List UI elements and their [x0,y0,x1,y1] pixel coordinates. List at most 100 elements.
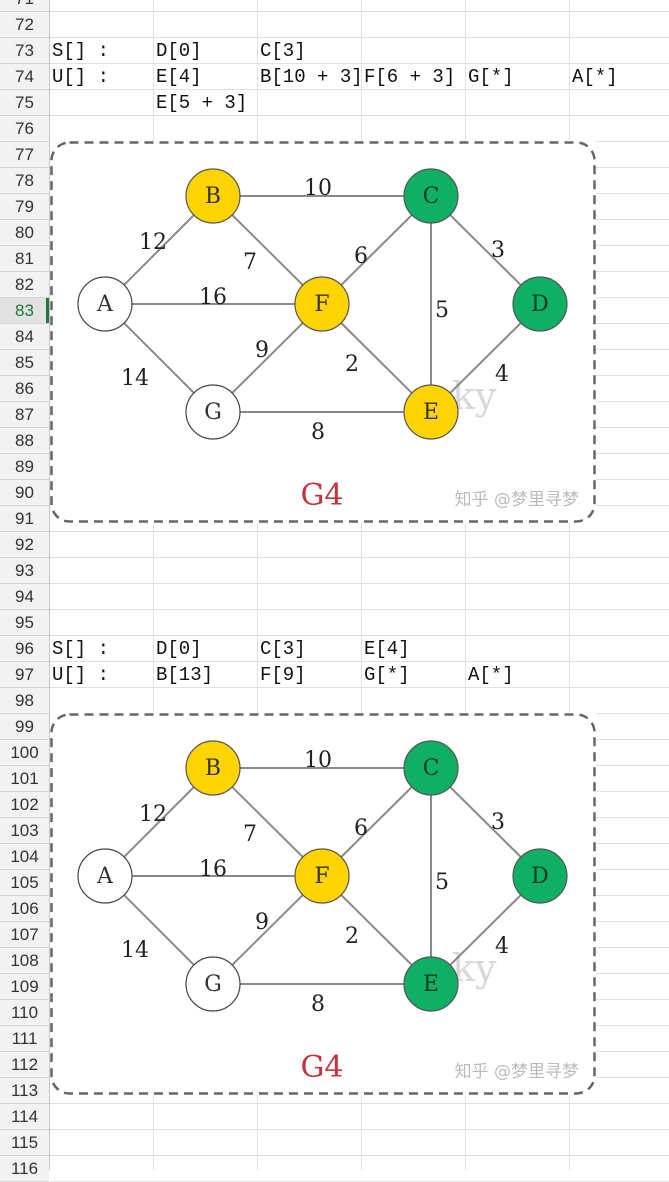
cell-r96-c1[interactable]: D[0] [156,638,202,660]
row-header-112[interactable]: 112 [0,1052,49,1078]
node-f [294,276,350,332]
row-header-85[interactable]: 85 [0,350,49,376]
row-header-88[interactable]: 88 [0,428,49,454]
row-header-73[interactable]: 73 [0,38,49,64]
row-header-96[interactable]: 96 [0,636,49,662]
gridline-column [569,0,570,1170]
node-label-f: F [314,864,329,889]
node-label-b: B [205,756,221,781]
node-label-e: E [423,972,439,997]
gridline-column [465,0,466,1170]
cell-r96-c2[interactable]: C[3] [260,638,306,660]
cell-r75-c1[interactable]: E[5 + 3] [156,92,248,114]
row-header-109[interactable]: 109 [0,974,49,1000]
gridline-row [50,115,669,116]
row-header-105[interactable]: 105 [0,870,49,896]
row-header-72[interactable]: 72 [0,12,49,38]
cell-r74-c3[interactable]: F[6 + 3] [364,66,456,88]
cell-r97-c3[interactable]: G[*] [364,664,410,686]
edge-weight-b-f: 7 [243,250,257,275]
row-header-71[interactable]: 71 [0,0,49,12]
cell-r97-c0[interactable]: U[] : [52,664,110,686]
gridline-row [50,635,669,636]
node-label-g: G [204,972,222,997]
edge-weight-e-d: 4 [495,362,509,387]
edge-weight-c-e: 5 [435,870,449,895]
node-b [185,740,241,796]
graph-title: G4 [300,1050,343,1085]
cell-r97-c2[interactable]: F[9] [260,664,306,686]
cell-r74-c1[interactable]: E[4] [156,66,202,88]
gridline-row [50,11,669,12]
row-header-83[interactable]: 83 [0,298,49,324]
row-header-114[interactable]: 114 [0,1104,49,1130]
gridline-row [50,1103,669,1104]
row-header-110[interactable]: 110 [0,1000,49,1026]
edge-weight-c-d: 3 [491,238,505,263]
edge-weight-b-f: 7 [243,822,257,847]
row-header-77[interactable]: 77 [0,142,49,168]
gridline-row [50,37,669,38]
row-header-108[interactable]: 108 [0,948,49,974]
cell-r73-c0[interactable]: S[] : [52,40,110,62]
row-header-106[interactable]: 106 [0,896,49,922]
row-header-113[interactable]: 113 [0,1078,49,1104]
edge-weight-a-f: 16 [199,285,227,310]
row-header-87[interactable]: 87 [0,402,49,428]
row-header-80[interactable]: 80 [0,220,49,246]
row-header-92[interactable]: 92 [0,532,49,558]
row-header-97[interactable]: 97 [0,662,49,688]
row-header-103[interactable]: 103 [0,818,49,844]
node-label-f: F [314,292,329,317]
row-header-75[interactable]: 75 [0,90,49,116]
cell-r74-c2[interactable]: B[10 + 3] [260,66,363,88]
cell-r97-c1[interactable]: B[13] [156,664,214,686]
cell-r73-c2[interactable]: C[3] [260,40,306,62]
cell-r73-c1[interactable]: D[0] [156,40,202,62]
row-header-104[interactable]: 104 [0,844,49,870]
node-label-c: C [423,184,440,209]
node-d [512,276,568,332]
gridline-row [50,89,669,90]
edge-weight-b-c: 10 [304,176,332,201]
node-label-a: A [96,292,114,317]
row-header-82[interactable]: 82 [0,272,49,298]
gridline-row [50,557,669,558]
row-header-81[interactable]: 81 [0,246,49,272]
row-header-76[interactable]: 76 [0,116,49,142]
cell-r97-c4[interactable]: A[*] [468,664,514,686]
edge-weight-f-c: 6 [354,816,368,841]
row-header-115[interactable]: 115 [0,1130,49,1156]
row-header-90[interactable]: 90 [0,480,49,506]
row-header-86[interactable]: 86 [0,376,49,402]
edge-weight-g-e: 8 [311,420,325,445]
row-header-74[interactable]: 74 [0,64,49,90]
row-header-102[interactable]: 102 [0,792,49,818]
row-header-99[interactable]: 99 [0,714,49,740]
row-header-116[interactable]: 116 [0,1156,49,1182]
row-header-84[interactable]: 84 [0,324,49,350]
row-header-111[interactable]: 111 [0,1026,49,1052]
row-header-93[interactable]: 93 [0,558,49,584]
row-header-107[interactable]: 107 [0,922,49,948]
row-header-78[interactable]: 78 [0,168,49,194]
cell-r74-c4[interactable]: G[*] [468,66,514,88]
cell-r96-c0[interactable]: S[] : [52,638,110,660]
dashed-border [50,713,596,1095]
row-header-91[interactable]: 91 [0,506,49,532]
cell-r74-c5[interactable]: A[*] [572,66,618,88]
row-header-101[interactable]: 101 [0,766,49,792]
row-header-89[interactable]: 89 [0,454,49,480]
row-header-100[interactable]: 100 [0,740,49,766]
row-header-94[interactable]: 94 [0,584,49,610]
row-header-79[interactable]: 79 [0,194,49,220]
node-g [185,956,241,1012]
row-header-95[interactable]: 95 [0,610,49,636]
row-header-98[interactable]: 98 [0,688,49,714]
node-label-a: A [96,864,114,889]
node-label-d: D [531,292,549,317]
cell-r96-c3[interactable]: E[4] [364,638,410,660]
edge-weight-a-g: 14 [121,938,149,963]
cell-r74-c0[interactable]: U[] : [52,66,110,88]
